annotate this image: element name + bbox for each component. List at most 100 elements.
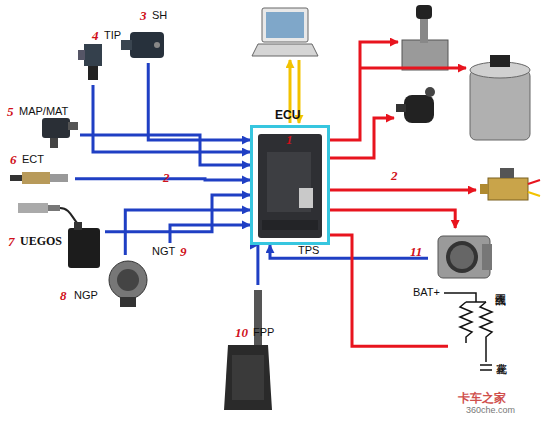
component-node: 3 SH: [118, 8, 173, 63]
ect-sensor: [10, 175, 22, 181]
ecu-module: [262, 220, 318, 230]
watermark: 卡车之家: [458, 390, 506, 407]
map-sensor: [68, 122, 78, 130]
pump: [404, 95, 434, 123]
watermark: 360che.com: [466, 405, 515, 415]
component-label: FPP: [253, 326, 274, 338]
component-node: 4 TIP: [68, 28, 118, 85]
map-sensor: [42, 118, 78, 148]
ignition-coil: [485, 343, 487, 362]
callout-number: 7: [8, 234, 15, 250]
gas-valve: [488, 178, 528, 200]
output-wire: [330, 210, 455, 228]
output-wire: [330, 235, 448, 346]
lever-actuator: [402, 40, 448, 70]
signal-wire: [170, 225, 250, 243]
lever-actuator: [420, 15, 428, 43]
component-node: 8 NGP: [55, 255, 150, 310]
accelerator-pedal: [224, 345, 272, 410]
callout-number: 2: [391, 168, 398, 184]
component-node: 点火线圈: [448, 285, 506, 353]
pump: [396, 104, 406, 112]
solenoid: [470, 55, 530, 140]
tip-sensor: [78, 44, 102, 80]
gas-valve: [500, 168, 514, 178]
uegos-sensor: [74, 222, 82, 230]
component-node: 11: [428, 228, 496, 283]
accelerator-pedal: [232, 355, 264, 400]
component-label: NGP: [74, 289, 98, 301]
ngp-sensor: [120, 297, 136, 307]
ignition-coil: [460, 302, 472, 343]
component-node: 10 FPP: [215, 285, 280, 410]
component-label: TIP: [104, 29, 121, 41]
signal-wire: [80, 135, 250, 165]
ignition-coil: [444, 293, 476, 302]
ngp-sensor: [109, 261, 147, 299]
callout-number: 2: [163, 170, 170, 186]
callout-number: 4: [92, 28, 99, 44]
lever-actuator: [402, 5, 448, 70]
component-node: 5 MAP/MAT: [5, 100, 80, 150]
laptop-illustration: [252, 8, 318, 56]
ect-sensor: [22, 172, 50, 184]
gas-valve: [480, 168, 540, 200]
component-label: SH: [152, 9, 167, 21]
ecu-module: [258, 134, 322, 238]
ngp-sensor: [117, 269, 139, 291]
map-sensor: [42, 118, 70, 138]
component-label: NGT: [152, 245, 175, 257]
callout-number: 6: [10, 152, 17, 168]
signal-wire: [148, 63, 250, 140]
ecu-module: [299, 188, 313, 208]
gas-valve: [528, 192, 540, 196]
text-label: BAT+: [413, 286, 440, 298]
component-label: UEGOS: [20, 234, 62, 249]
uegos-sensor: [68, 228, 100, 268]
output-wire: [330, 189, 476, 192]
lever-actuator: [416, 5, 432, 19]
ngp-sensor: [109, 261, 147, 307]
uegos-sensor: [48, 205, 60, 211]
callout-number: 8: [60, 288, 67, 304]
gas-valve: [480, 184, 488, 194]
signal-wire: [256, 245, 259, 285]
callout-number: 11: [410, 244, 422, 260]
ignition-coil: [480, 364, 492, 366]
callout-number: 9: [180, 244, 187, 260]
callout-number: 3: [140, 8, 147, 24]
callout-number: 5: [7, 104, 14, 120]
callout-number: 10: [235, 325, 248, 341]
accelerator-pedal: [224, 290, 272, 410]
ignition-coil: [444, 293, 492, 370]
laptop-illustration: [266, 12, 304, 38]
throttle-body: [438, 236, 492, 278]
component-label: ECU: [275, 108, 300, 122]
ignition-coil: [480, 369, 492, 371]
solenoid: [490, 55, 510, 67]
throttle-body: [482, 244, 492, 270]
signal-wire: [105, 195, 250, 232]
throttle-body: [446, 241, 478, 273]
signal-wire: [93, 85, 250, 152]
sh-sensor: [121, 32, 164, 58]
uegos-sensor: [18, 203, 48, 213]
gas-valve: [528, 180, 540, 184]
ignition-coil: [480, 302, 492, 343]
output-wire: [330, 118, 394, 158]
component-node: NGT 9: [152, 243, 212, 261]
tip-sensor: [78, 50, 85, 60]
tip-sensor: [88, 66, 98, 80]
sh-sensor: [121, 40, 132, 50]
ignition-coil: [466, 301, 486, 303]
map-sensor: [50, 138, 58, 148]
uegos-sensor: [60, 208, 78, 224]
component-node: 6 ECT: [5, 150, 75, 198]
ecu-module: [258, 134, 322, 238]
component-label: MAP/MAT: [19, 105, 68, 117]
component-label: ECT: [22, 153, 44, 165]
output-wire: [360, 67, 466, 70]
